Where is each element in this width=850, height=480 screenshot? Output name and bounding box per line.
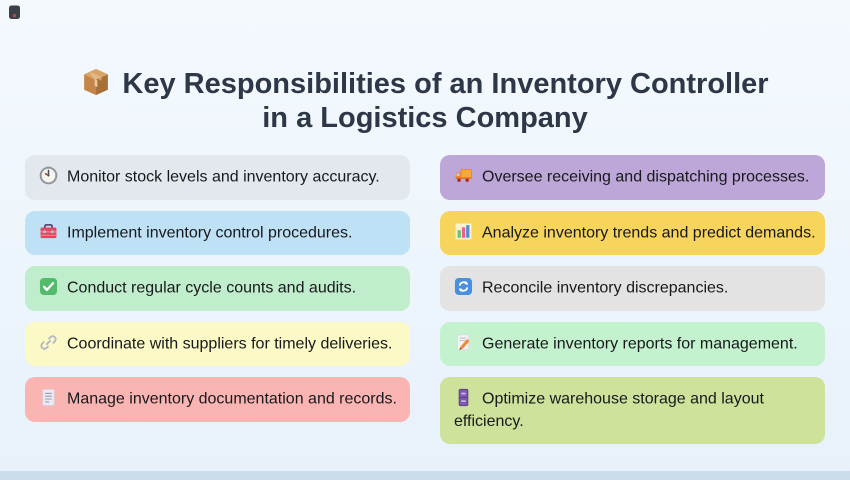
task-text: Conduct regular cycle counts and audits. [67, 279, 357, 297]
task-text: Generate inventory reports for managemen… [482, 335, 798, 352]
title-line2: in a Logistics Company [262, 102, 588, 135]
document-icon [39, 388, 58, 407]
check-mark-icon [39, 277, 58, 296]
bar-chart-icon [454, 222, 473, 241]
task-card: Generate inventory reports for managemen… [440, 321, 825, 366]
left-column: Monitor stock levels and inventory accur… [25, 155, 410, 444]
card-columns: Monitor stock levels and inventory accur… [25, 155, 825, 444]
clock-icon [39, 166, 58, 185]
link-icon [39, 333, 58, 352]
memo-pencil-icon [454, 333, 473, 352]
task-card: Oversee receiving and dispatching proces… [440, 155, 825, 200]
toolbox-icon [39, 222, 58, 241]
task-card: Manage inventory documentation and recor… [25, 377, 410, 422]
task-text: Oversee receiving and dispatching proces… [482, 168, 810, 186]
task-card: Conduct regular cycle counts and audits. [25, 266, 410, 311]
delivery-truck-icon [454, 166, 473, 185]
title-line1: Key Responsibilities of an Inventory Con… [122, 68, 769, 101]
task-card: Coordinate with suppliers for timely del… [25, 321, 410, 366]
task-card: Optimize warehouse storage and layout ef… [440, 377, 825, 444]
task-text: Implement inventory control procedures. [67, 224, 353, 241]
task-card: Implement inventory control procedures. [25, 210, 410, 255]
task-card: Analyze inventory trends and predict dem… [440, 210, 825, 255]
sync-arrows-icon [454, 277, 473, 296]
file-cabinet-icon [454, 388, 473, 407]
task-text: Monitor stock levels and inventory accur… [67, 168, 380, 186]
bottom-band [0, 471, 850, 480]
task-text: Manage inventory documentation and recor… [67, 390, 397, 408]
task-card: Reconcile inventory discrepancies. [440, 266, 825, 311]
task-text: Reconcile inventory discrepancies. [482, 279, 729, 297]
corner-glyph-icon [8, 5, 21, 20]
right-column: Oversee receiving and dispatching proces… [440, 155, 825, 444]
page-title: Key Responsibilities of an Inventory Con… [0, 67, 850, 135]
task-card: Monitor stock levels and inventory accur… [25, 155, 410, 200]
task-text: Coordinate with suppliers for timely del… [67, 335, 393, 352]
task-text: Analyze inventory trends and predict dem… [482, 224, 816, 241]
task-text: Optimize warehouse storage and layout ef… [454, 390, 764, 430]
package-icon [81, 67, 111, 97]
